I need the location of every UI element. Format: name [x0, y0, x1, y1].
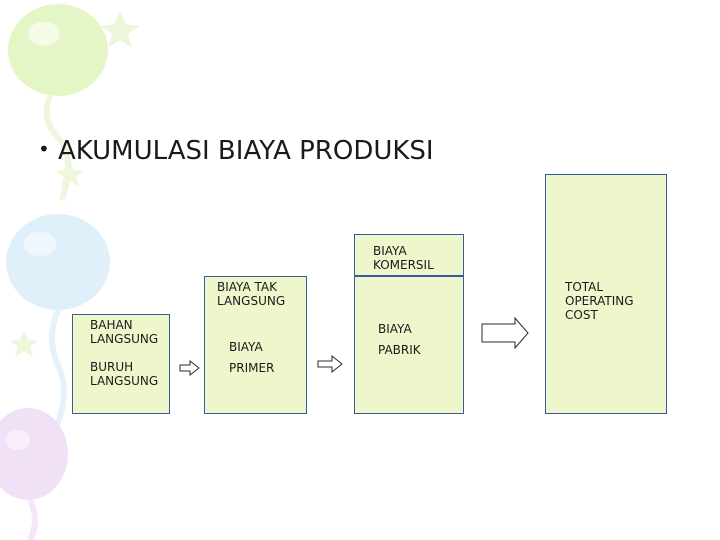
- commercial-cost-box: [354, 234, 464, 276]
- biaya-primer-label-2: PRIMER: [229, 361, 275, 375]
- slide-title: • AKUMULASI BIAYA PRODUKSI: [38, 136, 434, 166]
- total-operating-cost-label: TOTAL OPERATING COST: [565, 280, 634, 322]
- biaya-komersil-label: BIAYA KOMERSIL: [373, 244, 434, 272]
- green-balloon-icon: [8, 4, 108, 201]
- buruh-langsung-label: BURUH LANGSUNG: [90, 360, 159, 388]
- star-sparkle-icon: [10, 10, 140, 357]
- total-operating-cost-box: [545, 174, 667, 414]
- biaya-primer-label-1: BIAYA: [229, 340, 263, 354]
- biaya-tak-langsung-label: BIAYA TAK LANGSUNG: [217, 280, 286, 308]
- slide-title-text: AKUMULASI BIAYA PRODUKSI: [58, 136, 434, 166]
- biaya-pabrik-label-1: BIAYA: [378, 322, 412, 336]
- prime-cost-box: [204, 276, 307, 414]
- biaya-pabrik-label-2: PABRIK: [378, 343, 421, 357]
- purple-balloon-icon: [0, 408, 68, 540]
- direct-inputs-box: [72, 314, 170, 414]
- bullet-icon: •: [38, 137, 50, 161]
- factory-cost-box: [354, 276, 464, 414]
- blue-balloon-icon: [6, 214, 110, 432]
- bahan-langsung-label: BAHAN LANGSUNG: [90, 318, 159, 346]
